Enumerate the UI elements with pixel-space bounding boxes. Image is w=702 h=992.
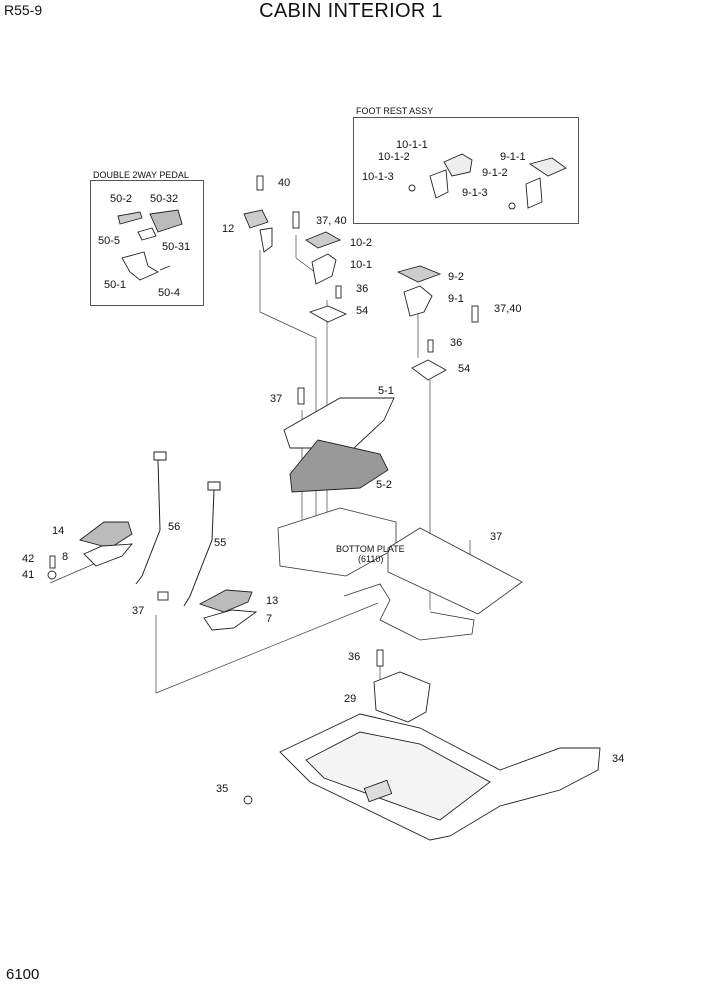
- label-10-1-1: 10-1-1: [396, 139, 428, 151]
- label-5-2: 5-2: [376, 479, 392, 491]
- label-36c: 36: [348, 651, 360, 663]
- label-35: 35: [216, 783, 228, 795]
- double-pedal-box: [90, 180, 204, 306]
- label-9-1-3: 9-1-3: [462, 187, 488, 199]
- double-pedal-title: DOUBLE 2WAY PEDAL: [93, 170, 189, 180]
- label-34: 34: [612, 753, 624, 765]
- label-50-1: 50-1: [104, 279, 126, 291]
- bolt-40: [256, 175, 264, 191]
- label-29: 29: [344, 693, 356, 705]
- label-13: 13: [266, 595, 278, 607]
- label-36a: 36: [356, 283, 368, 295]
- label-42: 42: [22, 553, 34, 565]
- label-7: 7: [266, 613, 272, 625]
- foot-rest-assy-title: FOOT REST ASSY: [356, 106, 434, 116]
- label-8: 8: [62, 551, 68, 563]
- label-10-1-2: 10-1-2: [378, 151, 410, 163]
- label-10-1-3: 10-1-3: [362, 171, 394, 183]
- label-50-2: 50-2: [110, 193, 132, 205]
- label-41: 41: [22, 569, 34, 581]
- label-bottom-plate-ref: (6110): [358, 554, 383, 564]
- label-54b: 54: [458, 363, 470, 375]
- label-50-31: 50-31: [162, 241, 190, 253]
- label-54a: 54: [356, 305, 368, 317]
- label-50-4: 50-4: [158, 287, 180, 299]
- label-40: 40: [278, 177, 290, 189]
- label-36b: 36: [450, 337, 462, 349]
- label-5-1: 5-1: [378, 385, 394, 397]
- label-12: 12: [222, 223, 234, 235]
- label-10-1: 10-1: [350, 259, 372, 271]
- label-37b: 37: [132, 605, 144, 617]
- label-37-40b: 37,40: [494, 303, 522, 315]
- page-title: CABIN INTERIOR 1: [259, 0, 443, 22]
- model-code: R55-9: [4, 2, 43, 18]
- label-56: 56: [168, 521, 180, 533]
- label-9-2: 9-2: [448, 271, 464, 283]
- label-37a: 37: [270, 393, 282, 405]
- label-50-5: 50-5: [98, 235, 120, 247]
- label-9-1-1: 9-1-1: [500, 151, 526, 163]
- label-50-32: 50-32: [150, 193, 178, 205]
- label-10-2: 10-2: [350, 237, 372, 249]
- foot-rest-assy-box: [353, 117, 579, 224]
- page-number: 6100: [6, 966, 40, 983]
- label-9-1: 9-1: [448, 293, 464, 305]
- label-9-1-2: 9-1-2: [482, 167, 508, 179]
- label-bottom-plate: BOTTOM PLATE: [336, 544, 405, 554]
- label-37c: 37: [490, 531, 502, 543]
- label-14: 14: [52, 525, 64, 537]
- label-55: 55: [214, 537, 226, 549]
- label-37-40a: 37, 40: [316, 215, 347, 227]
